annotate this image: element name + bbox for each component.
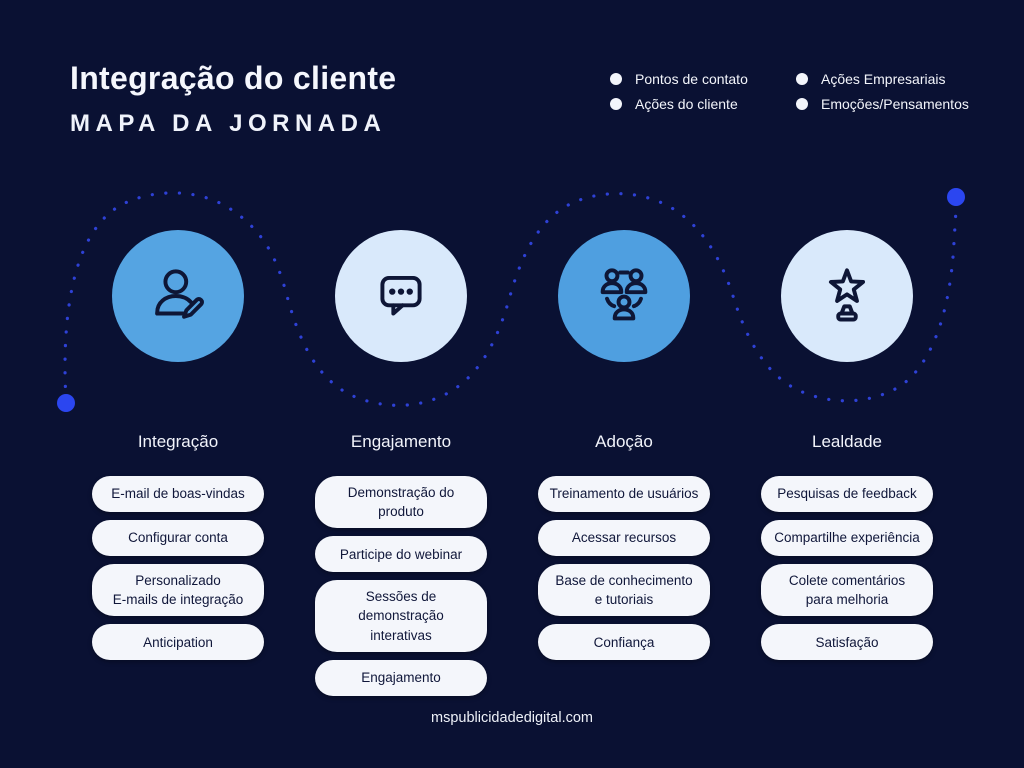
pill-item: Pesquisas de feedback bbox=[761, 476, 933, 512]
legend-dot-icon bbox=[796, 98, 808, 110]
page-subtitle: MAPA DA JORNADA bbox=[70, 110, 387, 137]
pill-item: Participe do webinar bbox=[315, 536, 487, 573]
legend-label: Pontos de contato bbox=[635, 71, 748, 87]
stage-name: Engajamento bbox=[350, 432, 452, 451]
website-url: mspublicidadedigital.com bbox=[431, 710, 593, 726]
pill-item: Confiança bbox=[538, 624, 710, 661]
stage-pill-list: E-mail de boas-vindas Configurar conta P… bbox=[92, 476, 264, 661]
pill-item: Base de conhecimento e tutoriais bbox=[538, 564, 710, 617]
legend-item-pontos-de-contato: Pontos de contato bbox=[610, 71, 796, 87]
chat-bubble-icon bbox=[380, 275, 422, 316]
legend-label: Emoções/Pensamentos bbox=[821, 96, 969, 112]
stage-name: Integração bbox=[137, 432, 219, 451]
pill-item: Demonstração do produto bbox=[315, 476, 487, 529]
user-edit-icon bbox=[155, 269, 204, 319]
stage-pill-list: Pesquisas de feedback Compartilhe experi… bbox=[761, 476, 933, 661]
pill-item: Engajamento bbox=[315, 659, 487, 696]
legend-item-acoes-empresariais: Ações Empresariais bbox=[796, 71, 969, 87]
page-title: Integração do cliente bbox=[70, 60, 397, 96]
legend-dot-icon bbox=[610, 73, 622, 85]
path-start-dot bbox=[57, 394, 75, 412]
user-group-icon bbox=[600, 268, 648, 321]
pill-item: Configurar conta bbox=[92, 520, 264, 556]
pill-item: Personalizado E-mails de integração bbox=[92, 564, 264, 617]
legend-item-emocoes-pensamentos: Emoções/Pensamentos bbox=[796, 96, 969, 112]
pill-item: Sessões de demonstração interativas bbox=[315, 580, 487, 652]
star-trophy-icon bbox=[828, 268, 866, 322]
pill-item: Treinamento de usuários bbox=[538, 476, 710, 512]
dotted-journey-path bbox=[63, 191, 958, 407]
stage-name: Lealdade bbox=[812, 432, 882, 451]
stage-circle bbox=[558, 230, 690, 362]
stage-circle bbox=[112, 230, 244, 362]
pill-item: Acessar recursos bbox=[538, 520, 710, 556]
legend-label: Ações Empresariais bbox=[821, 71, 946, 87]
path-end-dot bbox=[947, 188, 965, 206]
legend-dot-icon bbox=[796, 73, 808, 85]
stage-circle bbox=[781, 230, 913, 362]
pill-item: Compartilhe experiência bbox=[761, 520, 933, 556]
legend-item-acoes-do-cliente: Ações do cliente bbox=[610, 96, 796, 112]
legend-label: Ações do cliente bbox=[635, 96, 738, 112]
legend-dot-icon bbox=[610, 98, 622, 110]
stage-name: Adoção bbox=[595, 432, 653, 451]
stage-pill-list: Demonstração do produto Participe do web… bbox=[315, 476, 487, 696]
legend: Pontos de contato Ações Empresariais Açõ… bbox=[610, 71, 969, 112]
stage-pill-list: Treinamento de usuários Acessar recursos… bbox=[538, 476, 710, 661]
pill-item: E-mail de boas-vindas bbox=[92, 476, 264, 512]
pill-item: Satisfação bbox=[761, 624, 933, 661]
pill-item: Colete comentários para melhoria bbox=[761, 564, 933, 617]
stage-circle bbox=[335, 230, 467, 362]
pill-item: Anticipation bbox=[92, 624, 264, 661]
